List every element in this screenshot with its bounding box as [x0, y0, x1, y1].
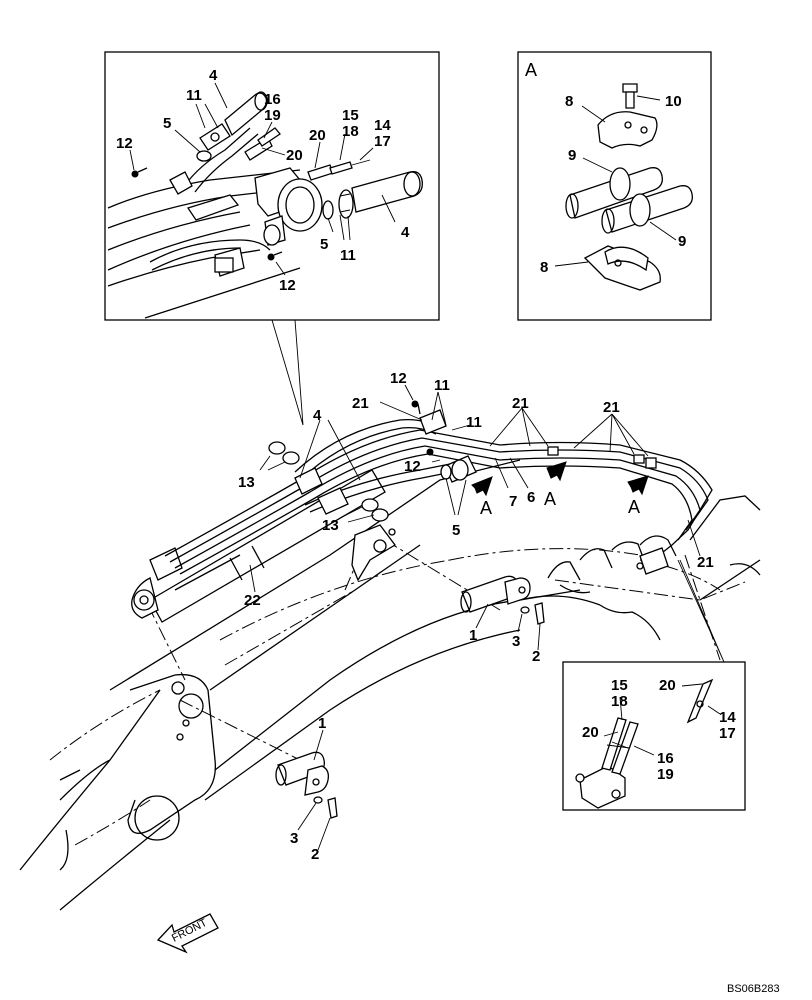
label-part-13: 13	[238, 474, 255, 491]
label-part-18: 18	[342, 123, 359, 140]
label-part-5: 5	[163, 115, 171, 132]
label-part-19: 19	[657, 766, 674, 783]
inset-pointer	[271, 319, 304, 426]
label-part-16: 16	[264, 91, 281, 108]
detail-a-title: A	[525, 60, 537, 80]
label-part-16: 16	[657, 750, 674, 767]
label-part-4: 4	[209, 67, 218, 84]
label-part-3: 3	[512, 633, 520, 650]
label-part-17: 17	[719, 725, 736, 742]
label-part-1: 1	[469, 627, 477, 644]
label-part-20: 20	[659, 677, 676, 694]
label-part-21: 21	[512, 395, 529, 412]
label-part-11: 11	[466, 414, 482, 431]
label-part-8: 8	[540, 259, 548, 276]
label-part-17: 17	[374, 133, 391, 150]
arrow-label-a: A	[628, 497, 640, 517]
label-part-21: 21	[352, 395, 369, 412]
label-part-4: 4	[313, 407, 322, 424]
label-part-12: 12	[404, 458, 421, 475]
label-part-11: 11	[186, 87, 202, 104]
drawing-code: BS06B283	[727, 983, 780, 995]
label-part-2: 2	[311, 846, 319, 863]
arrow-label-a: A	[480, 498, 492, 518]
label-part-21: 21	[603, 399, 620, 416]
label-part-12: 12	[116, 135, 133, 152]
label-part-15: 15	[611, 677, 628, 694]
label-part-1: 1	[318, 715, 326, 732]
label-part-21: 21	[697, 554, 714, 571]
label-part-13: 13	[322, 517, 339, 534]
label-part-11: 11	[434, 377, 450, 394]
label-part-6: 6	[527, 489, 535, 506]
label-part-20: 20	[582, 724, 599, 741]
label-part-5: 5	[320, 236, 328, 253]
label-part-8: 8	[565, 93, 573, 110]
label-part-18: 18	[611, 693, 628, 710]
detail-inset-top-left: 4 11 5 12 16 19 20 20 15 18 14 17 4 5 11…	[104, 51, 440, 321]
label-part-14: 14	[374, 117, 391, 134]
label-part-4: 4	[401, 224, 410, 241]
label-part-20: 20	[286, 147, 303, 164]
label-part-9: 9	[678, 233, 686, 250]
label-part-14: 14	[719, 709, 736, 726]
label-part-7: 7	[509, 493, 517, 510]
label-part-10: 10	[665, 93, 682, 110]
label-part-22: 22	[244, 592, 261, 609]
label-part-19: 19	[264, 107, 281, 124]
label-part-12: 12	[390, 370, 407, 387]
detail-inset-bottom-right: 15 18 20 14 17 20 16 19	[562, 661, 746, 811]
label-part-2: 2	[532, 648, 540, 665]
label-part-11: 11	[340, 247, 356, 264]
front-arrow: FRONT	[156, 913, 219, 954]
label-part-5: 5	[452, 522, 460, 539]
arrow-label-a: A	[544, 489, 556, 509]
label-part-9: 9	[568, 147, 576, 164]
label-part-20: 20	[309, 127, 326, 144]
detail-a-inset: A 10 8 9 9 8	[517, 51, 712, 321]
main-assembly: 12 11 21 4 11 21 21 12 13 13 5 7 6 A A A…	[19, 370, 761, 911]
label-part-15: 15	[342, 107, 359, 124]
label-part-12: 12	[279, 277, 296, 294]
label-part-3: 3	[290, 830, 298, 847]
